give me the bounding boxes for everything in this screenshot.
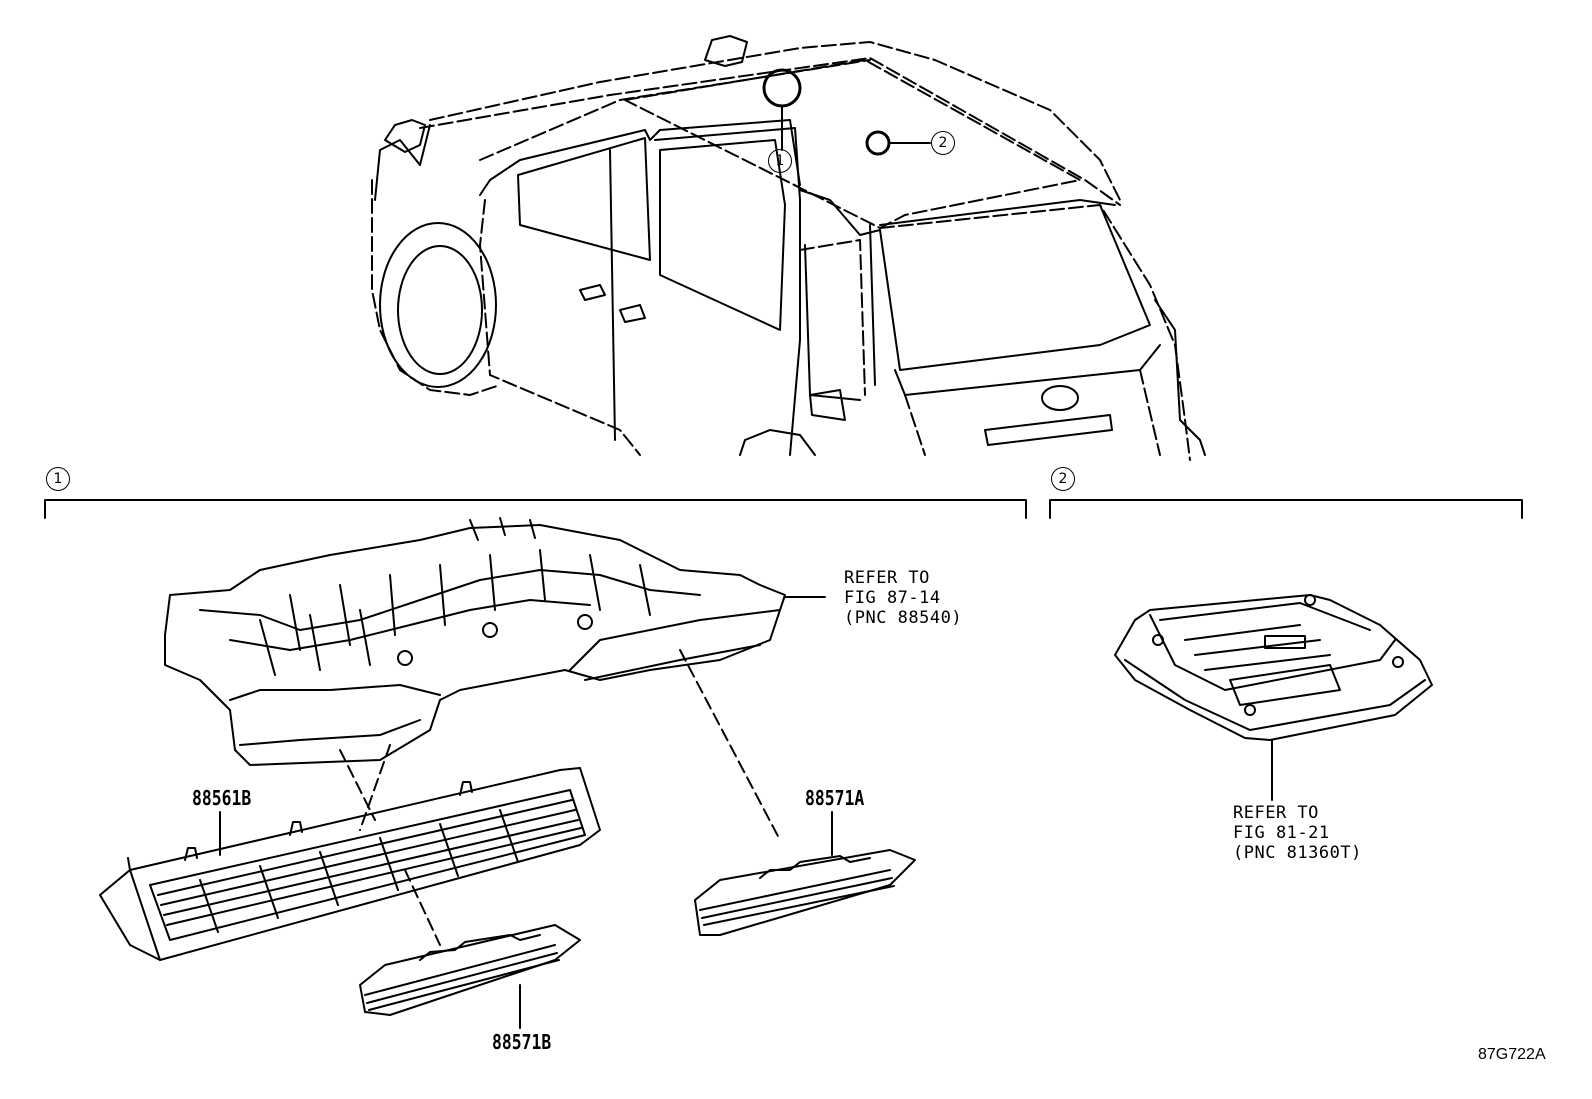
callout-2-vehicle: 2 xyxy=(931,131,955,155)
reference-line: REFER TO xyxy=(1233,803,1319,823)
part-number-88571b: 88571B xyxy=(492,1030,552,1054)
reference-line: FIG 87-14 xyxy=(844,588,941,608)
part-number-88571a: 88571A xyxy=(805,786,865,810)
lens-88571a xyxy=(694,811,916,936)
reference-line: (PNC 88540) xyxy=(844,608,963,628)
grille-cover-88561b xyxy=(99,767,601,961)
reference-line: REFER TO xyxy=(844,568,930,588)
reference-line: FIG 81-21 xyxy=(1233,823,1330,843)
figure-id: 87G722A xyxy=(1478,1046,1546,1063)
lens-88571b xyxy=(359,924,581,1029)
callout-1-vehicle: 1 xyxy=(768,149,792,173)
section-2-label: 2 xyxy=(1051,467,1075,491)
vehicle-illustration xyxy=(371,35,1206,461)
reference-line: (PNC 81360T) xyxy=(1233,843,1362,863)
section-1-label: 1 xyxy=(46,467,70,491)
dome-light-assembly xyxy=(1114,594,1433,801)
part-number-88561b: 88561B xyxy=(192,786,252,810)
section-2-bracket xyxy=(1049,499,1523,519)
section-1-bracket xyxy=(44,499,1027,519)
